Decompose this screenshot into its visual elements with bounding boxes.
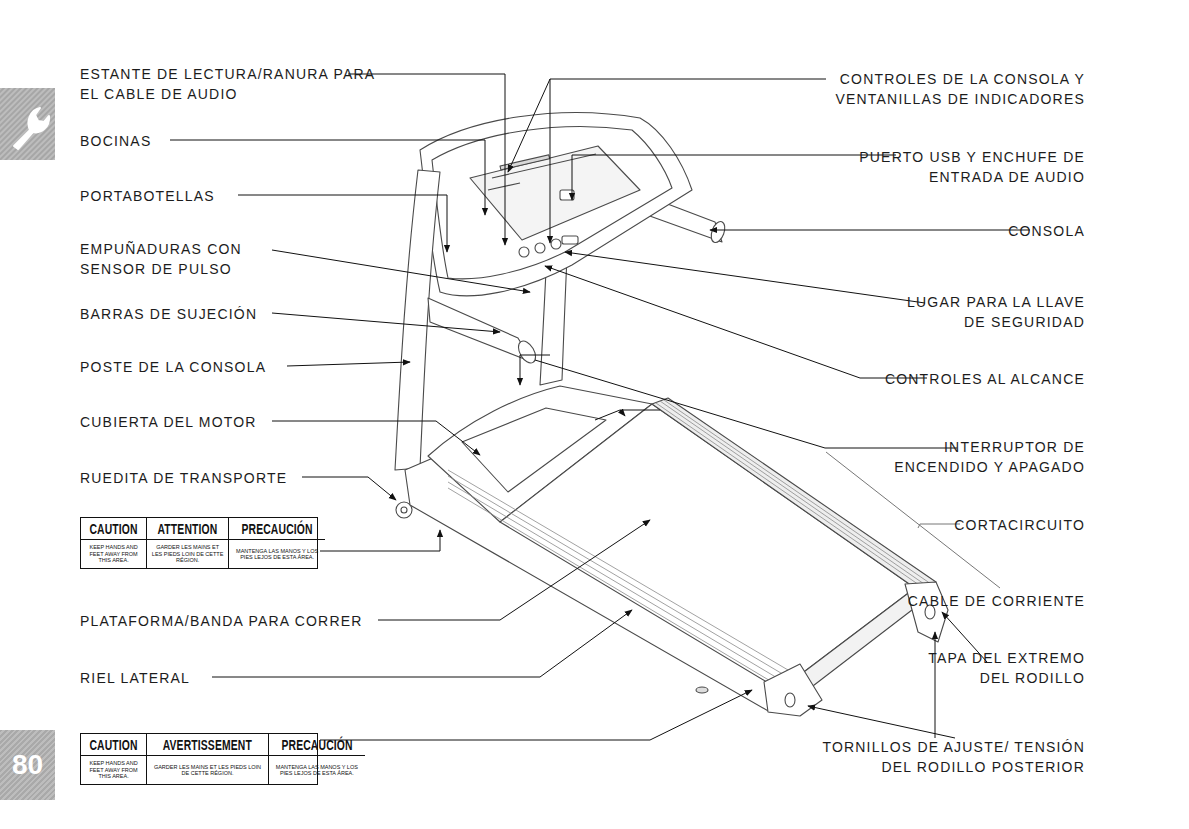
part-label: RIEL LATERAL (80, 668, 190, 688)
sticker-cell: MANTENGA LAS MANOS Y LOS PIES LEJOS DE E… (229, 540, 325, 568)
page-number: 80 (12, 749, 43, 781)
part-label: TAPA DEL EXTREMO DEL RODILLO (925, 648, 1085, 688)
warning-heading: PRECAUCIÓN (242, 521, 313, 537)
part-label: ESTANTE DE LECTURA/RANURA PARA EL CABLE … (80, 64, 379, 104)
part-label: CABLE DE CORRIENTE (908, 591, 1085, 611)
warning-heading: ATTENTION (158, 521, 218, 537)
warning-text: GARDER LES MAINS ET LES PIEDS LOIN DE CE… (147, 762, 268, 779)
warning-heading: PRECAUCIÓN (281, 737, 352, 753)
caution-sticker: CAUTION ATTENTION PRECAUCIÓN KEEP HANDS AND… (80, 517, 318, 569)
part-label: CONTROLES DE LA CONSOLA Y VENTANILLAS DE… (817, 69, 1085, 109)
part-label: EMPUÑADURAS CON SENSOR DE PULSO (80, 239, 245, 279)
part-label: TORNILLOS DE AJUSTE/ TENSIÓN DEL RODILLO… (802, 737, 1085, 777)
sticker-cell: ATTENTION (147, 518, 229, 540)
warning-heading: AVERTISSEMENT (163, 737, 252, 753)
sticker-cell: GARDER LES MAINS ET LES PIEDS LOIN DE CE… (147, 756, 269, 784)
part-label: CONSOLA (1008, 221, 1085, 241)
part-label: PORTABOTELLAS (80, 186, 215, 206)
sticker-cell: KEEP HANDS AND FEET AWAY FROM THIS AREA. (81, 756, 147, 784)
part-label: BARRAS DE SUJECIÓN (80, 304, 257, 324)
leader-lines (170, 74, 1030, 740)
sticker-cell: PRECAUCIÓN (229, 518, 325, 540)
treadmill-drawing (395, 113, 948, 716)
sticker-cell: MANTENGA LAS MANOS Y LOS PIES LEJOS DE E… (269, 756, 365, 784)
part-label: PUERTO USB Y ENCHUFE DE ENTRADA DE AUDIO (856, 147, 1085, 187)
sticker-cell: AVERTISSEMENT (147, 734, 269, 756)
part-label: POSTE DE LA CONSOLA (80, 357, 266, 377)
part-label: CUBIERTA DEL MOTOR (80, 412, 257, 432)
warning-heading: CAUTION (89, 521, 137, 537)
warning-text: KEEP HANDS AND FEET AWAY FROM THIS AREA. (81, 758, 146, 782)
sticker-cell: KEEP HANDS AND FEET AWAY FROM THIS AREA. (81, 540, 147, 568)
warning-text: MANTENGA LAS MANOS Y LOS PIES LEJOS DE E… (229, 546, 325, 563)
part-label: BOCINAS (80, 131, 151, 151)
section-tab (0, 88, 55, 160)
warning-text: GARDER LES MAINS ET LES PIEDS LOIN DE CE… (147, 542, 228, 566)
sticker-cell: CAUTION (81, 734, 147, 756)
part-label: LUGAR PARA LA LLAVE DE SEGURIDAD (904, 292, 1085, 332)
sticker-cell: PRECAUCIÓN (269, 734, 365, 756)
page-number-box: 80 (0, 730, 55, 800)
caution-sticker: CAUTIONAVERTISSEMENTPRECAUCIÓNKEEP HANDS… (80, 733, 318, 785)
part-label: CONTROLES AL ALCANCE (885, 369, 1085, 389)
sticker-cell: CAUTION (81, 518, 147, 540)
part-label: CORTACIRCUITO (954, 515, 1085, 535)
part-label: RUEDITA DE TRANSPORTE (80, 468, 287, 488)
warning-text: MANTENGA LAS MANOS Y LOS PIES LEJOS DE E… (269, 762, 365, 779)
sticker-cell: GARDER LES MAINS ET LES PIEDS LOIN DE CE… (147, 540, 229, 568)
warning-text: KEEP HANDS AND FEET AWAY FROM THIS AREA. (81, 542, 146, 566)
warning-heading: CAUTION (89, 737, 137, 753)
part-label: INTERRUPTOR DE ENCENDIDO Y APAGADO (891, 437, 1085, 477)
part-label: PLATAFORMA/BANDA PARA CORRER (80, 611, 363, 631)
